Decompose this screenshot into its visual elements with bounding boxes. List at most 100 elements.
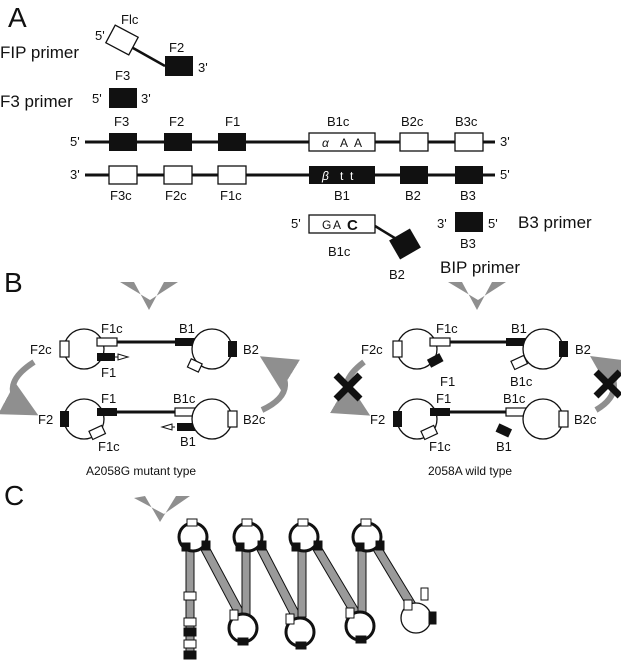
b3-3prime: 3' — [437, 216, 447, 231]
f3-5prime: 5' — [92, 91, 102, 106]
wu-b2-label: B2 — [575, 342, 591, 357]
fip-linker — [132, 46, 166, 68]
top-5prime: 5' — [70, 134, 80, 149]
wl-b2c-label: B2c — [574, 412, 597, 427]
ml-b1-block — [177, 423, 195, 431]
f3-primer-name: F3 primer — [0, 92, 73, 111]
wl-f2-label: F2 — [370, 412, 385, 427]
ml-f2-label: F2 — [38, 412, 53, 427]
mu-b1-block — [175, 338, 195, 346]
template-top-strand: 5' 3' F3 F2 F1 B1c α A A B2c B3c — [70, 114, 510, 152]
mutant-cycle-left-arrow-icon — [0, 359, 39, 416]
down-arrow-c-icon — [134, 496, 190, 522]
top-f3-label: F3 — [114, 114, 129, 129]
bottom-f1c-label: F1c — [220, 188, 242, 203]
wu-f1-label: F1 — [440, 374, 455, 389]
wl-b1c-label: B1c — [503, 391, 526, 406]
ml-f1-block — [97, 408, 117, 416]
bottom-b3-block — [455, 166, 483, 184]
panel-label-a: A — [8, 2, 27, 33]
block-x-left-icon — [333, 372, 363, 402]
top-b2c-block — [399, 132, 429, 152]
ml-f2-block — [60, 411, 69, 427]
panel-label-b: B — [4, 267, 23, 298]
fip-primer-name: FIP primer — [0, 43, 79, 62]
concatemer-structure — [177, 518, 437, 660]
mu-b1-label: B1 — [179, 321, 195, 336]
bottom-f3c-block — [108, 165, 138, 185]
panel-label-c: C — [4, 480, 24, 511]
b3-primer: 3' 5' B3 B3 primer — [437, 212, 592, 251]
mu-f2c-label: F2c — [30, 342, 52, 357]
f3-primer-block — [109, 88, 137, 108]
f3-primer: F3 primer F3 5' 3' — [0, 68, 151, 111]
bottom-seq-t1: t — [340, 169, 344, 183]
bip-b1c-block — [308, 214, 376, 234]
fip-f2-label: F2 — [169, 40, 184, 55]
bottom-b1-label: B1 — [334, 188, 350, 203]
block-x-right-icon — [593, 369, 621, 399]
wl-f1c-label: F1c — [429, 439, 451, 454]
bottom-f1c-block — [217, 165, 247, 185]
fip-f2-block — [165, 56, 193, 76]
top-b3c-block — [454, 132, 484, 152]
bottom-seq-beta: β — [321, 169, 329, 183]
fip-flc-block — [104, 24, 140, 56]
ml-b1c-label: B1c — [173, 391, 196, 406]
bip-5prime: 5' — [291, 216, 301, 231]
wu-b1c-label: B1c — [510, 374, 533, 389]
bottom-seq-t2: t — [350, 169, 354, 183]
b3-5prime: 5' — [488, 216, 498, 231]
bip-b1c-label: B1c — [328, 244, 351, 259]
fip-3prime: 3' — [198, 60, 208, 75]
mu-f1-label: F1 — [101, 365, 116, 380]
down-arrow-left-icon — [120, 282, 178, 310]
wu-f1c-label: F1c — [436, 321, 458, 336]
bottom-f3c-label: F3c — [110, 188, 132, 203]
wild-upper-dumbbell: F2c F1c F1 B1 B2 B1c — [361, 321, 591, 389]
bip-b2-block — [389, 228, 421, 260]
bip-seq-a: A — [333, 218, 341, 232]
mutant-lower-dumbbell: F2 F1 F1c B1c B1 B2c — [38, 391, 266, 454]
bip-primer-name: BIP primer — [440, 258, 520, 277]
mu-b2-label: B2 — [243, 342, 259, 357]
fip-5prime: 5' — [95, 28, 105, 43]
bottom-b2-block — [400, 166, 428, 184]
bip-seq-g: G — [322, 218, 331, 232]
mutant-caption: A2058G mutant type — [86, 464, 196, 478]
bip-seq-c: C — [347, 217, 358, 234]
top-f2-label: F2 — [169, 114, 184, 129]
top-b2c-label: B2c — [401, 114, 424, 129]
b3-primer-label: B3 — [460, 236, 476, 251]
fip-primer: FIP primer 5' Flc F2 3' — [0, 12, 208, 76]
bottom-b1-block — [309, 166, 375, 184]
b3-primer-name: B3 primer — [518, 213, 592, 232]
ml-f1c-label: F1c — [98, 439, 120, 454]
top-3prime: 3' — [500, 134, 510, 149]
bottom-f2c-block — [163, 165, 193, 185]
bip-primer: 5' G A C B1c B2 BIP primer — [291, 214, 520, 282]
bottom-f2c-label: F2c — [165, 188, 187, 203]
wl-f1-label: F1 — [436, 391, 451, 406]
wild-lower-dumbbell: F2 F1 F1c B1c B1 B2c — [370, 391, 597, 454]
wu-f2c-label: F2c — [361, 342, 383, 357]
top-b3c-label: B3c — [455, 114, 478, 129]
top-seq-alpha: α — [322, 136, 330, 150]
top-seq-a2: A — [354, 136, 362, 150]
mu-f1c-block — [96, 337, 118, 347]
top-b1c-label: B1c — [327, 114, 350, 129]
ml-b2c-label: B2c — [243, 412, 266, 427]
bottom-3prime: 3' — [70, 167, 80, 182]
mu-f1c-label: F1c — [101, 321, 123, 336]
ml-b1-label: B1 — [180, 434, 196, 449]
mu-f2c-block — [59, 340, 70, 358]
top-f3-block — [109, 133, 137, 151]
mutant-cycle-right-arrow-icon — [259, 356, 300, 413]
top-seq-a1: A — [340, 136, 348, 150]
f3-3prime: 3' — [141, 91, 151, 106]
top-b1c-block — [308, 132, 376, 152]
top-f1-label: F1 — [225, 114, 240, 129]
wl-b1-label: B1 — [496, 439, 512, 454]
f3-primer-label: F3 — [115, 68, 130, 83]
